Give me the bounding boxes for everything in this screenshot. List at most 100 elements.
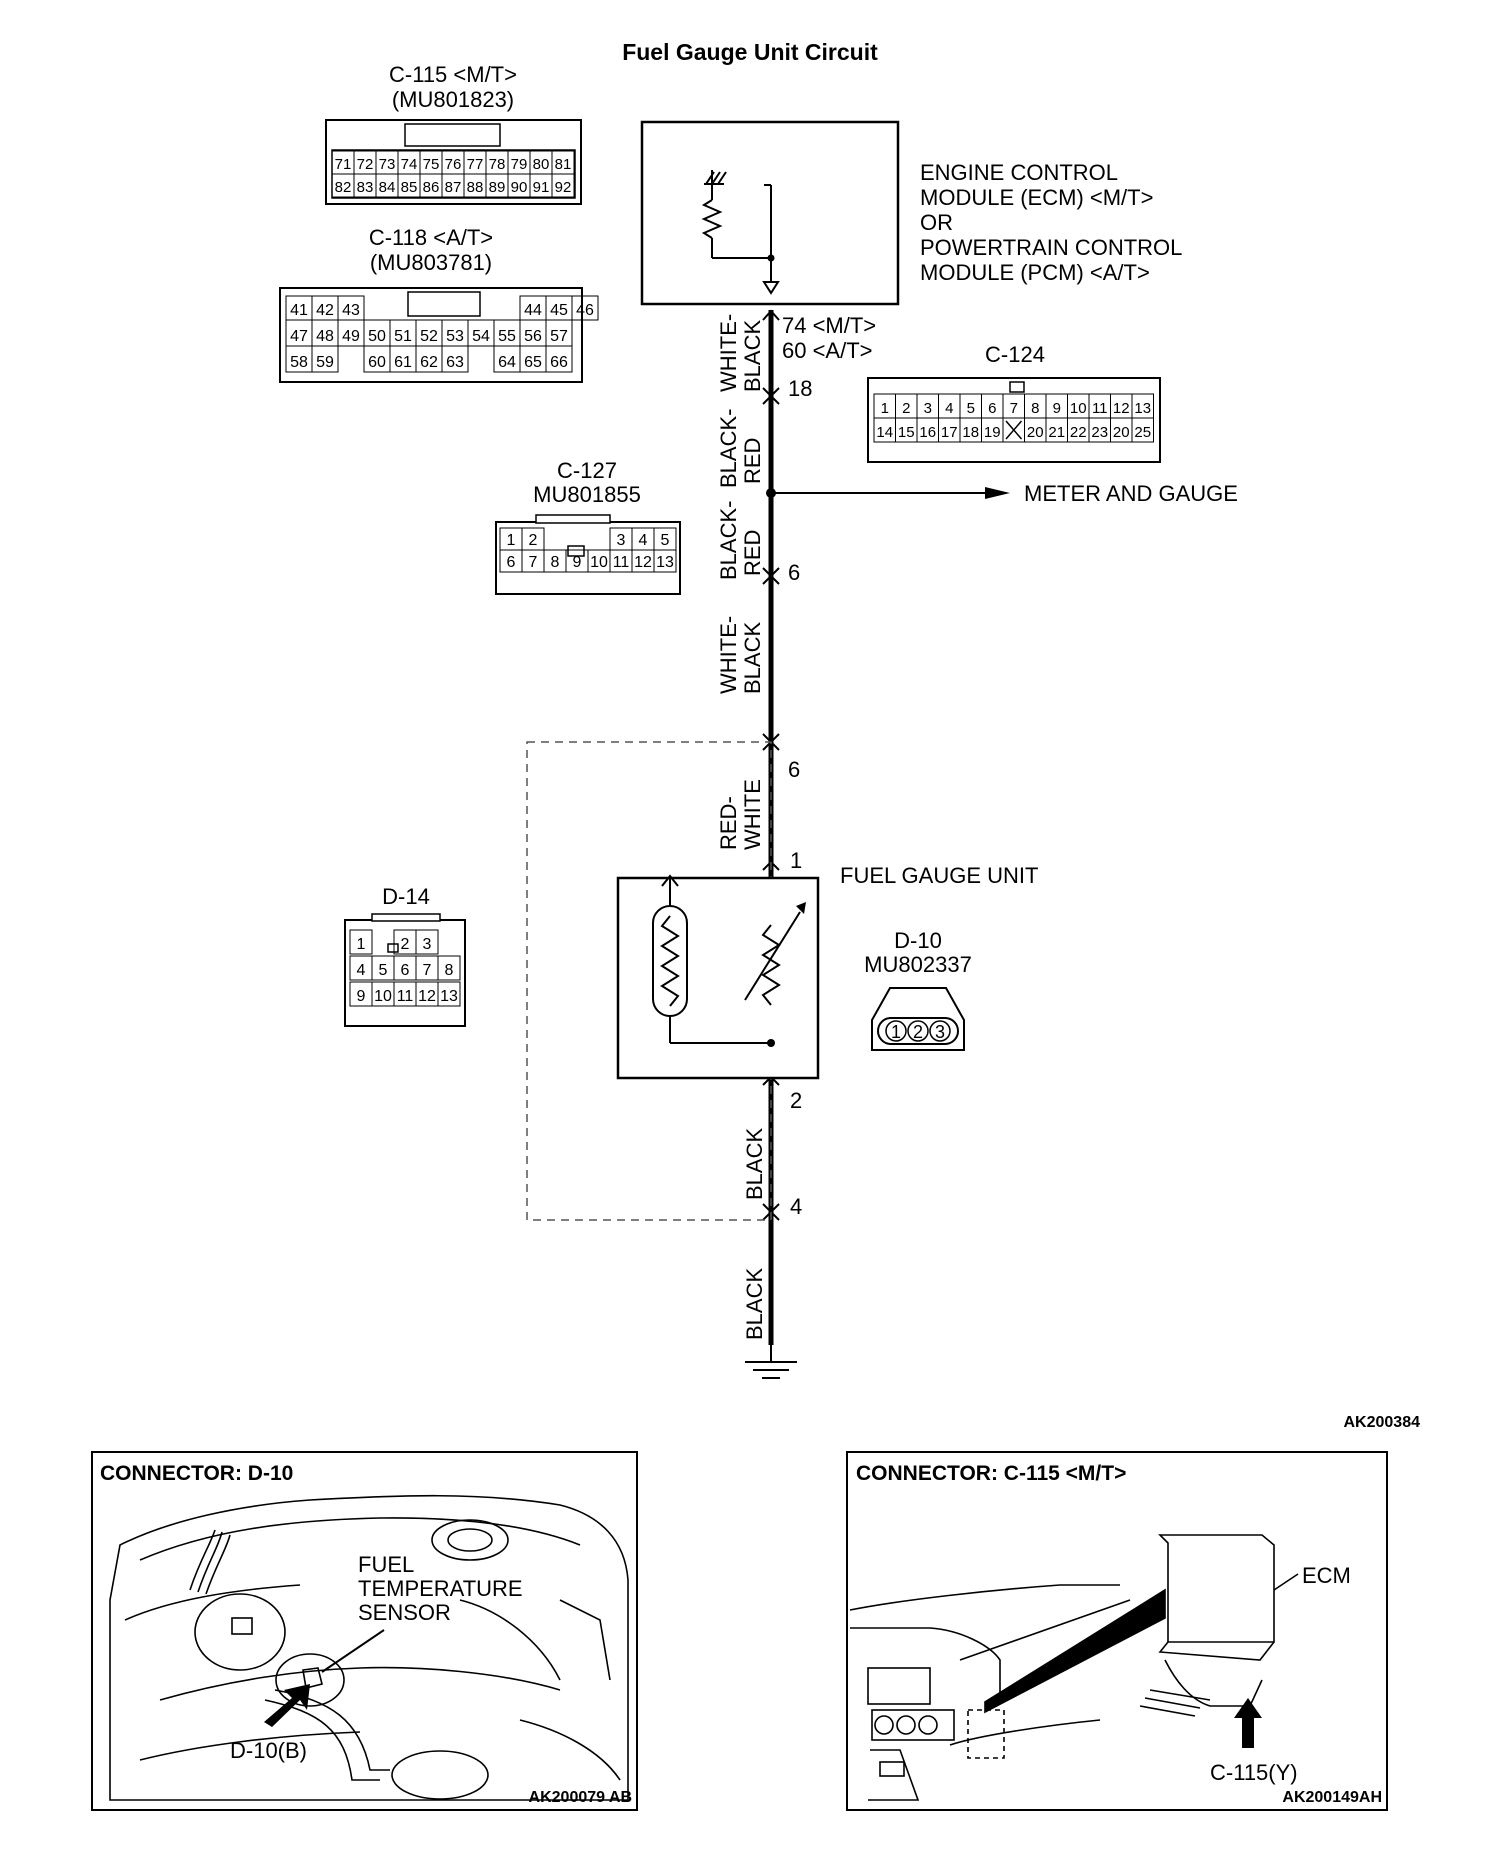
pin-label: 89 [489,179,506,196]
pin-label: 65 [524,354,542,371]
wire-color-w1: WHITE- BLACK [716,314,765,392]
pin-label: 1 [507,532,516,549]
pin-label: 10 [1070,400,1087,417]
svg-text:BLACK: BLACK [740,320,765,392]
svg-text:C-127: C-127 [557,458,617,483]
pin-label: 7 [1010,400,1018,417]
pin-label: 63 [446,354,464,371]
panel-connector-c115: CONNECTOR: C-115 <M/T> ECM C-115(Y) AK20… [846,1451,1388,1811]
pin-label: 19 [984,424,1001,441]
pin-label: 82 [335,179,352,196]
ground-icon [745,1345,797,1379]
pin-label: 74 [401,156,418,173]
pin-label: 1 [891,1022,901,1042]
pin-label: 45 [550,302,568,319]
svg-text:WHITE: WHITE [740,779,765,850]
pin-ecm-mt: 74 <M/T> [782,313,876,338]
pin-label: 6 [507,554,516,571]
pin-6b: 6 [788,757,800,782]
pin-label: 91 [533,179,550,196]
pin-label: 57 [550,328,568,345]
pin-label: 8 [1031,400,1039,417]
pin-label: 25 [1134,424,1151,441]
panel-connector-d10: CONNECTOR: D-10 FUEL TEMPERATURE SENSOR … [91,1451,638,1811]
pin-label: 41 [290,302,308,319]
pin-label: 11 [613,554,630,571]
svg-text:MU802337: MU802337 [864,952,972,977]
svg-text:C-115 <M/T>: C-115 <M/T> [389,62,517,87]
pin-label: 81 [555,156,572,173]
svg-text:BLACK: BLACK [742,1128,767,1200]
pin-label: 20 [1113,424,1130,441]
pin-label: 4 [357,962,366,979]
pin-label: 14 [876,424,893,441]
pin-label: 54 [472,328,490,345]
dashboard-illustration [849,1534,1299,1801]
pin-label: 50 [368,328,386,345]
meter-label: METER AND GAUGE [1024,481,1238,506]
pin-ecm-at: 60 <A/T> [782,338,873,363]
ecm-internal-circuit [701,170,780,295]
svg-text:D-10: D-10 [894,928,942,953]
pin-label: 83 [357,179,374,196]
pin-label: 9 [357,988,366,1005]
svg-text:MODULE (PCM) <A/T>: MODULE (PCM) <A/T> [920,260,1150,285]
pin-label: 1 [357,936,366,953]
pin-label: 51 [394,328,412,345]
pin-label: 79 [511,156,528,173]
pin-label: 4 [945,400,953,417]
wire-color-w3: BLACK- RED [716,501,765,580]
svg-text:MU801855: MU801855 [533,482,641,507]
svg-text:AK200079 AB: AK200079 AB [529,1789,632,1806]
svg-text:SENSOR: SENSOR [358,1600,451,1625]
svg-text:BLACK-: BLACK- [716,409,741,488]
svg-text:(MU803781): (MU803781) [370,250,492,275]
pin-label: 4 [639,532,648,549]
pin-6a: 6 [788,560,800,585]
ecm-label: ENGINE CONTROL MODULE (ECM) <M/T> OR POW… [920,160,1182,285]
svg-text:RED-: RED- [716,796,741,850]
svg-text:TEMPERATURE: TEMPERATURE [358,1576,523,1601]
wire-color-w4: WHITE- BLACK [716,616,765,694]
pin-label: 46 [576,302,594,319]
pin-label: 73 [379,156,396,173]
pin-label: 6 [988,400,996,417]
pin-label: 8 [445,962,454,979]
pin-label: 2 [913,1022,923,1042]
pin-label: 75 [423,156,440,173]
svg-text:CONNECTOR: C-115 <M/T>: CONNECTOR: C-115 <M/T> [856,1462,1126,1485]
pin-label: 5 [661,532,670,549]
pin-2: 2 [790,1088,802,1113]
pin-label: 13 [656,554,674,571]
pin-label: 48 [316,328,334,345]
svg-text:D-14: D-14 [382,884,430,909]
svg-text:ECM: ECM [1302,1563,1351,1588]
svg-text:OR: OR [920,210,953,235]
pin-label: 72 [357,156,374,173]
svg-text:POWERTRAIN CONTROL: POWERTRAIN CONTROL [920,235,1182,260]
pin-label: 3 [617,532,626,549]
pin-label: 11 [1092,400,1108,417]
pin-label: 85 [401,179,418,196]
wire-color-w6: BLACK [742,1128,767,1200]
pin-label: 20 [1027,424,1044,441]
svg-text:RED: RED [740,438,765,484]
svg-text:FUEL: FUEL [358,1552,414,1577]
pin-label: 11 [397,988,414,1005]
pin-label: 49 [342,328,360,345]
pin-label: 8 [551,554,560,571]
pin-label: 5 [967,400,975,417]
svg-text:C-115(Y): C-115(Y) [1210,1760,1298,1785]
pin-label: 16 [919,424,936,441]
pin-label: 12 [1113,400,1130,417]
wire-color-w2: BLACK- RED [716,409,765,488]
svg-text:C-124: C-124 [985,342,1045,367]
pin-label: 56 [524,328,542,345]
fuel-gauge-unit-box [616,876,820,1080]
pin-label: 6 [401,962,410,979]
svg-text:BLACK: BLACK [740,622,765,694]
svg-text:(MU801823): (MU801823) [392,87,514,112]
pin-18: 18 [788,376,812,401]
